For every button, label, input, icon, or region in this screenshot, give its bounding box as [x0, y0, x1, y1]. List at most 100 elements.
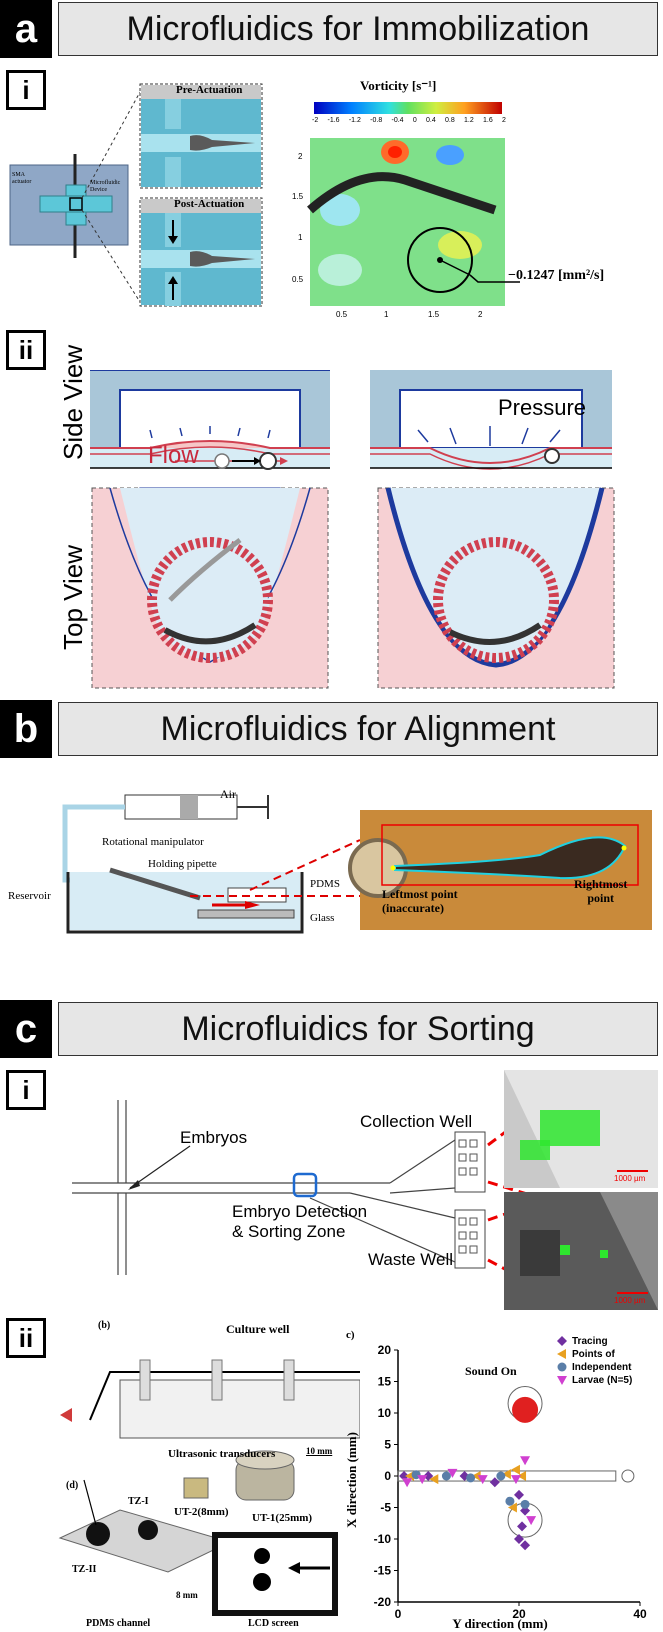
glass-label: Glass — [310, 912, 335, 924]
rotational-manipulator-label: Rotational manipulator — [102, 836, 204, 848]
data-point — [520, 1456, 531, 1466]
data-point — [520, 1499, 530, 1509]
y-tick-label: 0 — [384, 1469, 391, 1483]
flow-label: Flow — [148, 442, 199, 469]
section-title: Microfluidics for Sorting — [58, 1002, 658, 1056]
ultrasonic-setup-figure — [58, 1359, 360, 1616]
rightmost-point-label: Rightmost point — [574, 877, 628, 905]
leftmost-point-label: Leftmost point (inaccurate) — [382, 887, 458, 915]
pressure-label: Pressure — [498, 395, 587, 420]
x-tick-label: 20 — [512, 1607, 526, 1621]
data-point — [471, 1471, 481, 1481]
holding-pipette-label: Holding pipette — [148, 858, 217, 870]
chart-panel-label: c) — [346, 1329, 355, 1341]
colorbar-tick: 0.4 — [425, 117, 436, 124]
y-axis-label: X direction (mm) — [344, 1432, 359, 1528]
y-tick-label: -20 — [374, 1595, 392, 1609]
sound-on-scatter-chart: c) Sound On Y direction (mm) X direction… — [344, 1329, 647, 1631]
data-point — [477, 1475, 488, 1485]
x-tick: 1 — [384, 310, 389, 319]
panel-label: ii — [6, 330, 46, 370]
data-point — [520, 1505, 531, 1516]
data-point — [517, 1471, 527, 1481]
microfluidic-device-label: Microfluidic Device — [90, 180, 121, 193]
colorbar-tick: -1.6 — [327, 117, 340, 124]
colorbar-tick: 0 — [412, 117, 417, 124]
legend-entry: Points of — [572, 1349, 615, 1360]
panel-label: ii — [6, 1318, 46, 1358]
section-title: Microfluidics for Alignment — [58, 702, 658, 756]
y-tick-label: 10 — [378, 1406, 392, 1420]
x-tick: 2 — [478, 310, 483, 319]
colorbar-tick: -0.4 — [391, 117, 404, 124]
channel-outlet — [621, 1469, 635, 1483]
data-point — [520, 1540, 531, 1551]
y-tick-label: -15 — [374, 1564, 392, 1578]
legend-entry: Independent — [572, 1362, 632, 1373]
scale-10mm-label: 10 mm — [306, 1446, 333, 1456]
section-title: Microfluidics for Immobilization — [58, 2, 658, 56]
y-tick-label: 15 — [378, 1375, 392, 1389]
collection-well-label: Collection Well — [360, 1112, 473, 1131]
legend-marker — [557, 1362, 567, 1372]
immobilization-device-figure — [9, 83, 520, 307]
colorbar-tick: -2 — [312, 117, 319, 124]
data-point — [514, 1489, 524, 1500]
chart-annotation: Sound On — [465, 1364, 517, 1378]
data-point — [517, 1521, 528, 1532]
pdms-channel-label: PDMS channel — [86, 1618, 151, 1629]
section-a-banner: a Microfluidics for Immobilization — [0, 0, 663, 58]
data-point — [507, 1502, 517, 1513]
side-view-label: Side View — [58, 344, 88, 460]
ut1-label: UT-1(25mm) — [252, 1512, 313, 1524]
colorbar-tick: 2 — [501, 117, 506, 124]
lcd-screen-label: LCD screen — [248, 1618, 299, 1629]
scale-8mm-label: 8 mm — [176, 1590, 198, 1600]
y-tick-label: 5 — [384, 1438, 391, 1452]
pre-actuation-label: Pre-Actuation — [176, 84, 243, 96]
y-tick: 2 — [298, 152, 303, 161]
subpanel-b-label: (b) — [98, 1320, 111, 1331]
y-tick: 1 — [298, 233, 303, 242]
ut2-label: UT-2(8mm) — [174, 1506, 229, 1518]
y-tick-label: -5 — [380, 1501, 391, 1515]
panel-label: i — [6, 70, 46, 110]
legend-marker — [557, 1349, 566, 1359]
legend-entry: Tracing — [572, 1336, 608, 1347]
data-point — [505, 1496, 515, 1506]
x-tick-label: 40 — [633, 1607, 647, 1621]
sorting-chip-figure — [72, 1070, 658, 1310]
data-point — [429, 1474, 439, 1485]
post-actuation-label: Post-Actuation — [174, 198, 245, 210]
data-point — [447, 1468, 458, 1478]
vorticity-title: Vorticity [s⁻¹] — [360, 78, 437, 93]
scale-bar-label: 1000 µm — [614, 1174, 646, 1183]
y-tick-label: 20 — [378, 1343, 392, 1357]
legend-marker — [557, 1376, 567, 1385]
reservoir-label: Reservoir — [8, 890, 51, 902]
sma-actuator-label: SMA actuator — [12, 172, 32, 185]
data-point — [510, 1475, 521, 1485]
detection-zone-label: Embryo Detection — [232, 1202, 368, 1221]
section-letter: a — [0, 0, 52, 58]
colorbar-tick: 1.6 — [482, 117, 493, 124]
data-point — [510, 1464, 520, 1475]
data-point — [402, 1478, 413, 1488]
data-point — [441, 1471, 451, 1481]
tz2-label: TZ-II — [72, 1564, 97, 1575]
y-tick-label: -10 — [374, 1532, 392, 1546]
sorting-zone-label: & Sorting Zone — [232, 1222, 346, 1241]
colorbar-tick: -0.8 — [370, 117, 383, 124]
data-point — [514, 1534, 524, 1544]
y-tick: 1.5 — [292, 192, 304, 201]
section-b-banner: b Microfluidics for Alignment — [0, 700, 663, 758]
section-c-banner: c Microfluidics for Sorting — [0, 1000, 663, 1058]
tz1-label: TZ-I — [128, 1496, 149, 1507]
waste-well-label: Waste Well — [368, 1250, 454, 1269]
colorbar-tick: -1.2 — [348, 117, 361, 124]
section-letter: b — [0, 700, 52, 758]
culture-well-label: Culture well — [226, 1322, 290, 1336]
side-top-view-figure — [90, 370, 615, 689]
